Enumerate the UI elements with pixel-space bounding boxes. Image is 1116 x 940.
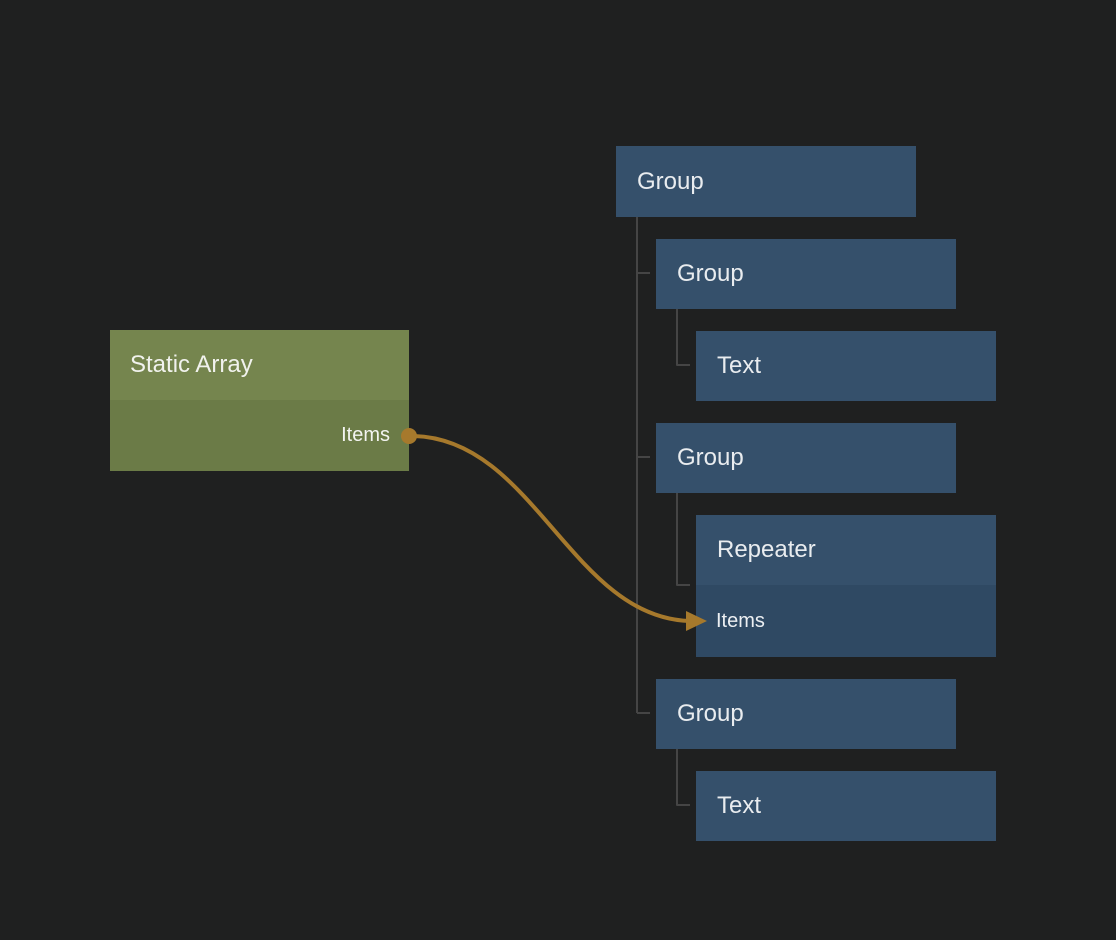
static-array-title: Static Array: [130, 351, 253, 378]
tree-branch-text-1: [676, 309, 690, 366]
tree-node-label: Group: [637, 167, 704, 195]
static-array-output-port-row[interactable]: Items: [110, 400, 409, 471]
tree-branch-repeater: [676, 493, 690, 586]
input-port-label: Items: [716, 609, 765, 632]
tree-node-group-3[interactable]: Group: [656, 679, 956, 749]
tree-node-group-2[interactable]: Group: [656, 423, 956, 493]
repeater-header[interactable]: Repeater: [696, 515, 996, 585]
tree-node-text-2[interactable]: Text: [696, 771, 996, 841]
tree-node-label: Group: [677, 260, 744, 287]
tree-node-label: Group: [677, 700, 744, 727]
repeater-input-port-row[interactable]: Items: [696, 585, 996, 657]
output-port-label: Items: [341, 424, 390, 446]
tree-node-group-root[interactable]: Group: [616, 146, 916, 217]
connection-wire[interactable]: [412, 434, 692, 623]
static-array-header[interactable]: Static Array: [110, 330, 409, 400]
tree-branch-text-2: [676, 749, 690, 806]
tree-node-repeater[interactable]: Repeater Items: [696, 515, 996, 657]
tree-node-text-1[interactable]: Text: [696, 331, 996, 401]
tree-node-label: Text: [717, 352, 762, 379]
tree-node-group-1[interactable]: Group: [656, 239, 956, 309]
tree-node-label: Group: [677, 444, 744, 471]
node-static-array[interactable]: Static Array Items: [110, 330, 409, 471]
tree-node-label: Text: [717, 792, 762, 819]
tree-node-label: Repeater: [717, 536, 816, 563]
